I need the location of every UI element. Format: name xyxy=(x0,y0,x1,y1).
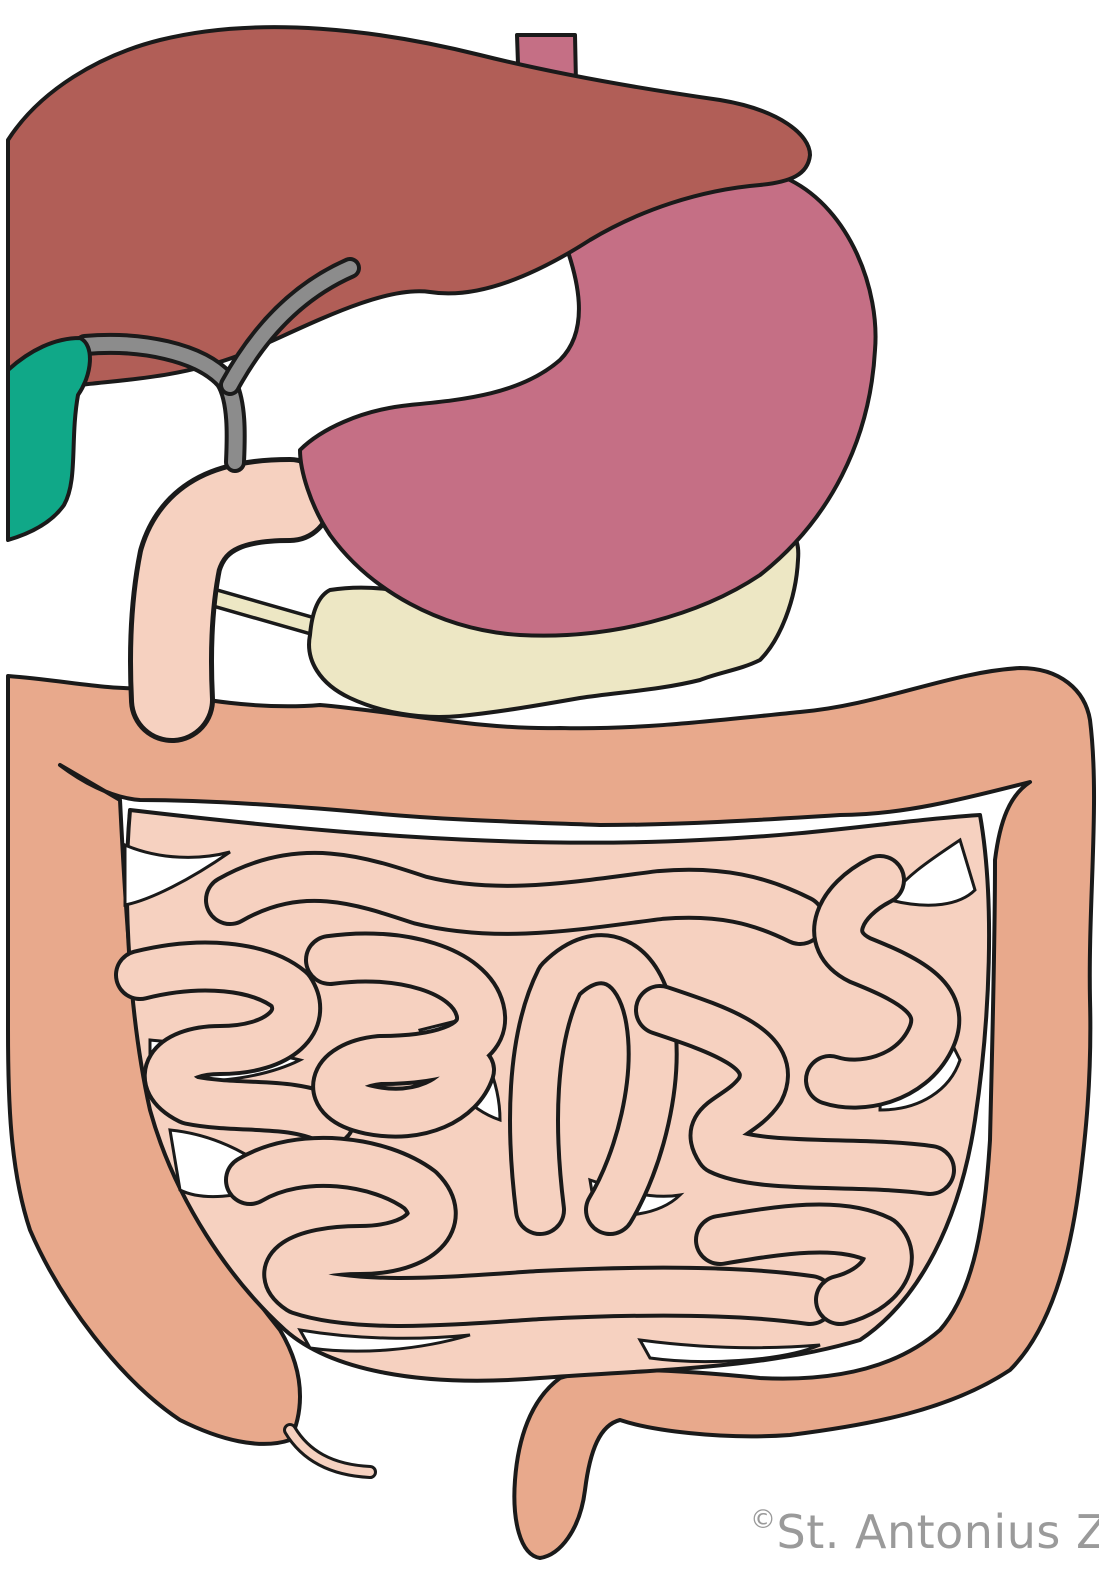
gallbladder xyxy=(8,338,90,540)
copyright-symbol: © xyxy=(750,1505,777,1535)
credit-text: St. Antonius Z xyxy=(777,1505,1099,1559)
copyright-credit: ©St. Antonius Z xyxy=(750,1505,1099,1559)
